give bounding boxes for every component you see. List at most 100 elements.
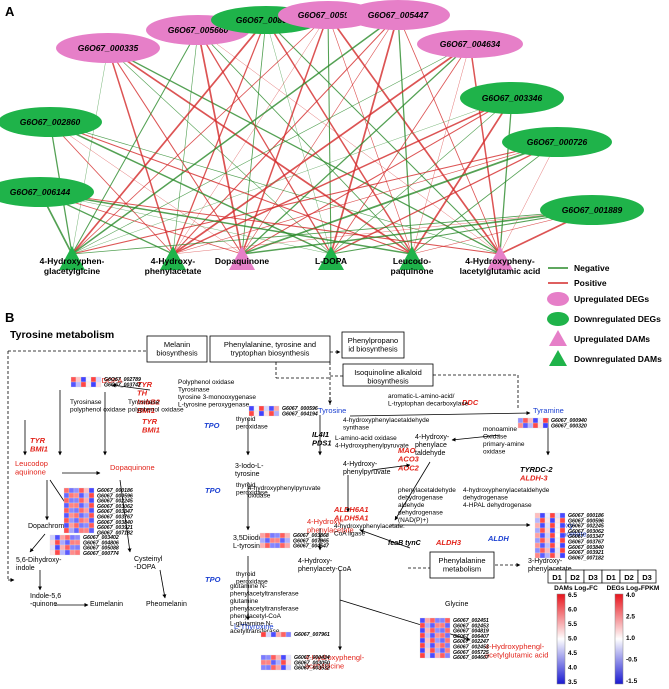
dam-node-label: Dopaquinone (215, 256, 270, 266)
panel-a-label: A (5, 4, 15, 19)
phe-biosynthesis-box (209, 335, 331, 363)
deg-node (0, 177, 94, 207)
heatmap-cell (439, 622, 446, 629)
heatmap-cell (69, 534, 76, 541)
heatmap-cell (522, 417, 529, 424)
dhpa-gene: G6067_007182 (568, 555, 604, 561)
heatmap-cell (554, 517, 561, 524)
heatmap-cell (260, 654, 267, 661)
heatmap-cell (544, 537, 551, 544)
heatmap-cell (274, 542, 281, 549)
dam-node-label: Leucodo-paquinone (391, 256, 434, 276)
correlation-edges (39, 14, 593, 255)
ldopa-gene: G6O67_003742 (104, 382, 141, 388)
heatmap-cell (527, 422, 534, 429)
tyrosine-gene: G6067_000596 (282, 406, 318, 412)
panel-b-title: Tyrosine metabolism (10, 329, 114, 341)
heatmap-cell (70, 376, 77, 383)
deg-node (0, 107, 102, 137)
correlation-edge (107, 47, 174, 255)
heatmap-cell (549, 537, 556, 544)
dhpa-gene: G6067_000186 (568, 513, 604, 519)
hpag-gene: G6067_000434 (294, 655, 330, 661)
correlation-edge (330, 141, 558, 255)
heatmap-cell (63, 522, 70, 529)
heatmap-cell (64, 549, 71, 556)
heatmap-cell (265, 664, 272, 671)
heatmap-cell (90, 376, 97, 383)
deg-node-label: G6O67_004634 (440, 39, 501, 49)
heatmap-cell (73, 517, 80, 524)
deg-node (460, 82, 564, 114)
heatmap-cell (63, 497, 70, 504)
heatmap-cell (59, 539, 66, 546)
heatmap-cell (544, 522, 551, 529)
heatmap-cell (248, 405, 255, 412)
hpa-gene: G6067_003868 (293, 533, 329, 539)
heatmap-cell (78, 507, 85, 514)
heatmap-thyroxine (260, 631, 292, 638)
deg-node-label: G6O67_002860 (20, 117, 81, 127)
correlation-edge (265, 19, 501, 255)
heatmap-cell (539, 552, 546, 559)
heatmap-cell (264, 532, 271, 539)
correlation-edge (241, 43, 471, 255)
heatmap-hpag (260, 654, 292, 671)
deg-node-label: G6O67_000335 (78, 43, 139, 53)
heatmap-cell (424, 617, 431, 624)
heatmap-cell (49, 534, 56, 541)
heatmap-cell (544, 527, 551, 534)
correlation-edge (265, 19, 332, 255)
metabolite-indolequinone: Indole-5,6-quinone (30, 593, 61, 608)
heatmap-cell (279, 537, 286, 544)
heatmap-cell (539, 517, 546, 524)
dopa-gene: G6067_003767 (97, 515, 134, 521)
ldopa-gene: G6O67_002789 (104, 377, 141, 383)
heatmap-cell (549, 547, 556, 554)
heatmap-cell (275, 664, 282, 671)
heatmap-cell (68, 507, 75, 514)
enzyme-feab: feaB tynC (388, 540, 422, 547)
dopa-gene: G6067_003840 (97, 520, 133, 526)
deg-scale-tick: -0.5 (626, 657, 638, 664)
heatmap-cell (439, 627, 446, 634)
metabolite-hydroxyphenylpyruvate: 4-Hydroxy-phenylpyruvate (343, 461, 391, 476)
heatmap-cell (285, 664, 292, 671)
heatmap-cell (83, 492, 90, 499)
metabolite-iodotyrosine: 3-Iodo-L-tyrosine (235, 463, 264, 478)
dhpa-gene: G6067_003347 (568, 534, 605, 540)
heatmap-cell (559, 542, 566, 549)
heatmap-cell (85, 381, 92, 388)
heatmap-cell (429, 642, 436, 649)
hpaga-gene: G6067_002453 (453, 623, 489, 629)
heatmap-cell (83, 487, 90, 494)
metabolite-tyramine: Tyramine (533, 406, 564, 415)
correlation-edge (241, 209, 593, 255)
heatmap-cell (424, 647, 431, 654)
heatmap-cell (273, 410, 280, 417)
heatmap-cell (559, 532, 566, 539)
heatmap-cell (80, 381, 87, 388)
heatmap-cell (269, 532, 276, 539)
heatmap-cell (429, 622, 436, 629)
heatmap-cell (522, 422, 529, 429)
correlation-edge (327, 14, 413, 255)
heatmap-cell (534, 532, 541, 539)
pathway-arrow (111, 383, 151, 391)
hpaga-gene: G6067_004819 (453, 629, 489, 635)
hpaga-gene: G6067_002451 (453, 618, 489, 624)
heatmap-cell (424, 622, 431, 629)
text-coa-ligase: 4-hydroxyphenylacetate:CoA ligase (334, 523, 405, 537)
heatmap-cell (63, 502, 70, 509)
heatmap-cell (88, 507, 95, 514)
heatmap-cell (260, 631, 267, 638)
pathway-arrow (119, 479, 132, 553)
heatmap-cell (539, 527, 546, 534)
correlation-edge (241, 141, 558, 255)
cys-gene: G6067_003402 (83, 535, 119, 541)
